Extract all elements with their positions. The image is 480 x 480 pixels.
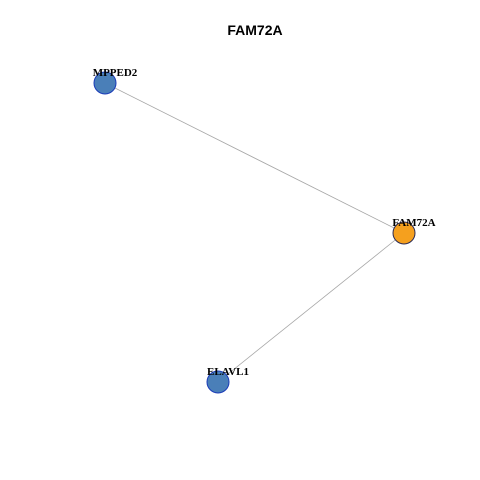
edge-fam72a-elavl1: [217, 232, 405, 383]
node-circle-fam72a: [392, 221, 416, 245]
edge-layer: [104, 82, 405, 383]
node-label-elavl1: ELAVL1: [207, 366, 249, 378]
node-mpped2: MPPED2: [93, 67, 138, 95]
node-label-fam72a: FAM72A: [392, 217, 435, 229]
edge-mpped2-fam72a: [104, 82, 405, 234]
node-fam72a: FAM72A: [392, 217, 436, 245]
node-label-mpped2: MPPED2: [93, 67, 138, 79]
node-elavl1: ELAVL1: [206, 366, 249, 394]
node-circle-elavl1: [206, 370, 230, 394]
node-circle-mpped2: [93, 71, 117, 95]
diagram-title: FAM72A: [227, 22, 282, 38]
